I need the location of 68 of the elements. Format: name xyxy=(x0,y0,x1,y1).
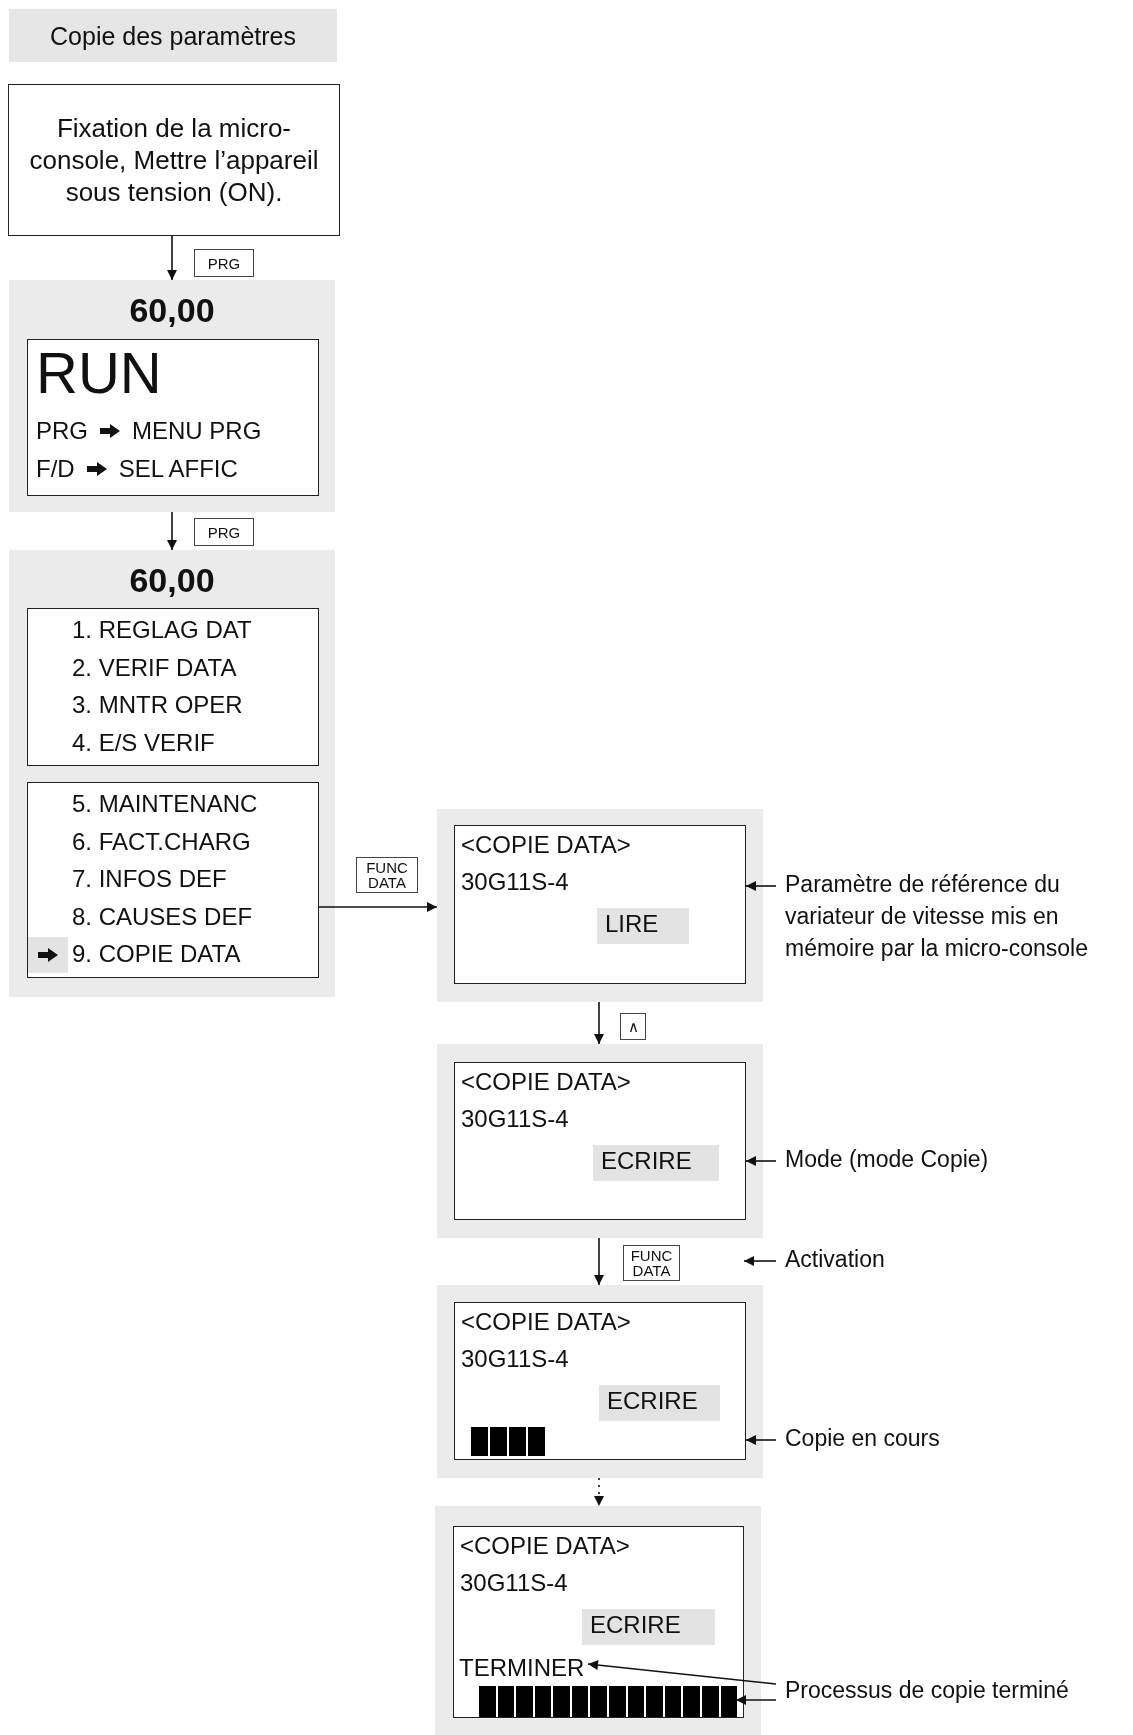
menu-item: 2. VERIF DATA xyxy=(72,653,237,681)
annotation-text: Copie en cours xyxy=(784,1424,941,1453)
annotation-text: Mode (mode Copie) xyxy=(784,1145,990,1174)
display-panel xyxy=(437,809,763,1002)
lcd-screen xyxy=(453,1526,744,1718)
key-label: ∧ xyxy=(620,1013,646,1040)
menu-item: 9. COPIE DATA xyxy=(72,940,241,967)
display-text: PRG xyxy=(36,416,88,446)
key-label: PRG xyxy=(194,249,254,277)
menu-item: 3. MNTR OPER xyxy=(72,691,243,718)
annotation-text: Activation xyxy=(784,1245,886,1274)
display-panel xyxy=(435,1506,761,1735)
process-box xyxy=(8,84,340,236)
annotation-text: Processus de copie terminé xyxy=(784,1676,1070,1705)
display-value: 60,00 xyxy=(128,560,216,600)
menu-item: 1. REGLAG DAT xyxy=(72,616,252,643)
mode-highlight: LIRE xyxy=(597,908,689,944)
display-text: <COPIE DATA> xyxy=(461,1307,631,1337)
display-text: RUN xyxy=(36,342,162,404)
display-panel xyxy=(9,550,335,997)
key-label: FUNC DATA xyxy=(356,857,418,893)
display-text: SEL AFFIC xyxy=(118,454,238,484)
menu-box xyxy=(27,782,319,978)
display-text: 30G11S-4 xyxy=(461,1104,569,1134)
mode-highlight: ECRIRE xyxy=(599,1385,720,1421)
leader-arrow xyxy=(745,1435,777,1445)
leader-arrow xyxy=(745,1156,777,1166)
lcd-screen xyxy=(454,1062,746,1220)
flow-arrow xyxy=(167,235,177,281)
mode-highlight: ECRIRE xyxy=(593,1145,719,1181)
flow-arrow xyxy=(318,902,438,912)
leader-arrow xyxy=(745,881,777,891)
menu-item: 4. E/S VERIF xyxy=(72,728,215,756)
lcd-screen xyxy=(454,825,746,984)
lcd-screen xyxy=(27,339,319,496)
menu-item: 8. CAUSES DEF xyxy=(72,902,253,930)
display-text: MENU PRG xyxy=(132,416,262,446)
menu-item: 6. FACT.CHARG xyxy=(72,827,251,855)
menu-box xyxy=(27,608,319,766)
display-text: <COPIE DATA> xyxy=(461,1067,631,1097)
flow-arrow xyxy=(594,1237,604,1286)
title-text: Copie des paramètres xyxy=(50,20,296,51)
display-text: TERMINER xyxy=(459,1653,586,1683)
leader-arrow xyxy=(735,1695,777,1705)
display-text: <COPIE DATA> xyxy=(460,1531,630,1561)
display-text: <COPIE DATA> xyxy=(461,830,631,860)
display-text: 30G11S-4 xyxy=(460,1568,568,1598)
display-text: 30G11S-4 xyxy=(461,867,569,897)
display-panel xyxy=(9,280,335,512)
display-text: 30G11S-4 xyxy=(461,1344,569,1374)
menu-item: 5. MAINTENANC xyxy=(72,790,258,817)
menu-item: 7. INFOS DEF xyxy=(72,865,227,892)
display-panel xyxy=(437,1044,763,1238)
flow-arrow xyxy=(594,1477,604,1507)
key-label: FUNC DATA xyxy=(623,1245,680,1281)
display-text: F/D xyxy=(36,454,75,484)
lcd-screen xyxy=(454,1302,746,1460)
leader-arrow xyxy=(743,1256,777,1266)
step-text: Fixation de la micro-console, Mettre l’appareil sous tension (ON). xyxy=(28,112,320,208)
annotation-text: Paramètre de référence du variateur de vitesse mis en mémoire par la micro-console xyxy=(784,870,1089,963)
flow-arrow xyxy=(594,1001,604,1045)
display-value: 60,00 xyxy=(128,290,216,330)
flow-arrow xyxy=(167,511,177,551)
progress-bar xyxy=(479,1686,737,1717)
mode-highlight: ECRIRE xyxy=(582,1609,715,1645)
leader-arrow xyxy=(587,1660,777,1685)
key-label: PRG xyxy=(194,518,254,546)
display-panel xyxy=(437,1285,763,1478)
